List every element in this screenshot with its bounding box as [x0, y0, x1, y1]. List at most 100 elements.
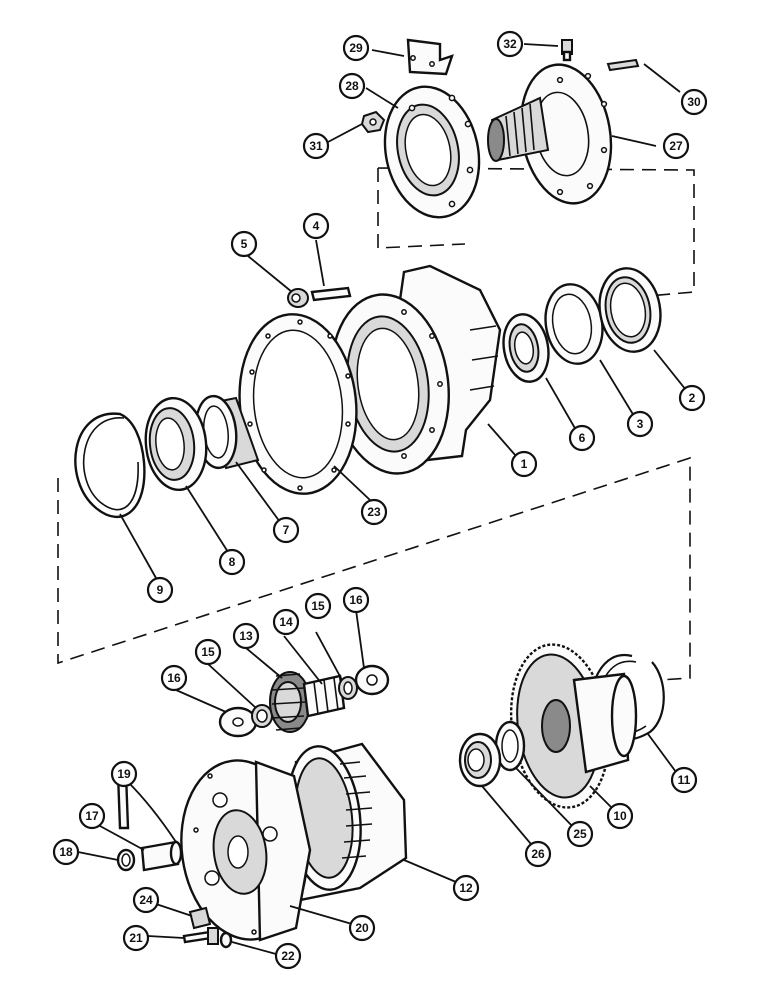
part-16-washer-left: [218, 706, 258, 738]
callout-label: 3: [637, 417, 644, 431]
callout-16b: 16: [342, 586, 370, 614]
part-21-bolt: [182, 927, 219, 945]
callout-label: 7: [283, 523, 290, 537]
callout-circle: [272, 516, 300, 544]
part-23-gasket: [238, 313, 358, 495]
callout-circle: [304, 592, 332, 620]
callout-label: 14: [279, 615, 293, 629]
callout-11: 11: [670, 766, 698, 794]
callout-24: 24: [132, 886, 160, 914]
callout-2: 2: [678, 384, 706, 412]
part-28-flange-ring: [383, 85, 481, 219]
part-27-hub-shaft: [487, 63, 613, 205]
callout-circle: [510, 450, 538, 478]
callout-23: 23: [360, 498, 388, 526]
callout-label: 18: [59, 845, 73, 859]
callout-circle: [338, 72, 366, 100]
callout-circle: [160, 664, 188, 692]
callout-label: 1: [521, 457, 528, 471]
part-32-grease-nipple: [561, 39, 573, 62]
callout-22: 22: [274, 942, 302, 970]
callout-circle: [232, 622, 260, 650]
callout-circle: [122, 924, 150, 952]
part-6-bearing: [502, 313, 550, 383]
part-2-seal: [598, 267, 662, 353]
callout-label: 8: [229, 555, 236, 569]
part-22-washer: [219, 931, 233, 949]
part-31-nut: [360, 110, 386, 134]
callout-14: 14: [272, 608, 300, 636]
callout-12: 12: [452, 874, 480, 902]
callout-label: 4: [313, 219, 320, 233]
callout-19: 19: [110, 760, 138, 788]
part-8-bearing: [144, 396, 208, 492]
callout-circle: [302, 212, 330, 240]
callout-label: 24: [139, 893, 153, 907]
callout-circle: [342, 34, 370, 62]
part-24-plug: [188, 906, 212, 930]
callout-label: 23: [367, 505, 381, 519]
callout-label: 25: [573, 827, 587, 841]
part-9-snap-ring: [74, 412, 146, 519]
callout-circle: [566, 820, 594, 848]
callout-label: 28: [345, 79, 359, 93]
callout-circle: [194, 638, 222, 666]
part-15-washer-right: [338, 676, 358, 700]
callout-label: 20: [355, 921, 369, 935]
callout-circle: [274, 942, 302, 970]
callout-label: 6: [579, 431, 586, 445]
callout-label: 13: [239, 629, 253, 643]
callout-circle: [342, 586, 370, 614]
callout-7: 7: [272, 516, 300, 544]
callout-label: 31: [309, 139, 323, 153]
callout-label: 16: [349, 593, 363, 607]
part-17-planet-shaft: [140, 840, 183, 872]
callout-circle: [678, 384, 706, 412]
callout-circle: [272, 608, 300, 636]
callout-label: 9: [157, 583, 164, 597]
callout-20: 20: [348, 914, 376, 942]
callout-label: 16: [167, 671, 181, 685]
callout-layer: 1234567891011121314151516161718192021222…: [52, 30, 708, 970]
callout-label: 26: [531, 847, 545, 861]
callout-label: 19: [117, 767, 131, 781]
callout-30: 30: [680, 88, 708, 116]
callout-15a: 15: [194, 638, 222, 666]
part-25-washer: [494, 720, 526, 772]
part-10-ring-gear: [509, 643, 638, 809]
callout-circle: [218, 548, 246, 576]
callout-label: 5: [241, 237, 248, 251]
callout-circle: [302, 132, 330, 160]
callout-21: 21: [122, 924, 150, 952]
callout-25: 25: [566, 820, 594, 848]
callout-circle: [452, 874, 480, 902]
part-14-needle-bearing: [302, 674, 346, 718]
part-5-bushing: [287, 288, 309, 308]
callout-label: 22: [281, 949, 295, 963]
callout-circle: [360, 498, 388, 526]
part-20-planet-carrier: [180, 759, 312, 942]
callout-31: 31: [302, 132, 330, 160]
callout-circle: [568, 424, 596, 452]
callout-10: 10: [606, 802, 634, 830]
callout-circle: [606, 802, 634, 830]
callout-circle: [132, 886, 160, 914]
leader-lines: [77, 43, 687, 955]
callout-label: 21: [129, 931, 143, 945]
part-1-housing: [330, 264, 502, 475]
callout-label: 10: [613, 809, 627, 823]
callout-29: 29: [342, 34, 370, 62]
callout-15b: 15: [304, 592, 332, 620]
callout-label: 11: [678, 773, 691, 787]
callout-32: 32: [496, 30, 524, 58]
part-18-o-ring: [116, 848, 136, 872]
callout-16a: 16: [160, 664, 188, 692]
callout-circle: [230, 230, 258, 258]
callout-17: 17: [78, 802, 106, 830]
callout-circle: [146, 576, 174, 604]
callout-3: 3: [626, 410, 654, 438]
part-30-stud: [606, 58, 640, 72]
callout-8: 8: [218, 548, 246, 576]
callout-label: 30: [687, 95, 701, 109]
